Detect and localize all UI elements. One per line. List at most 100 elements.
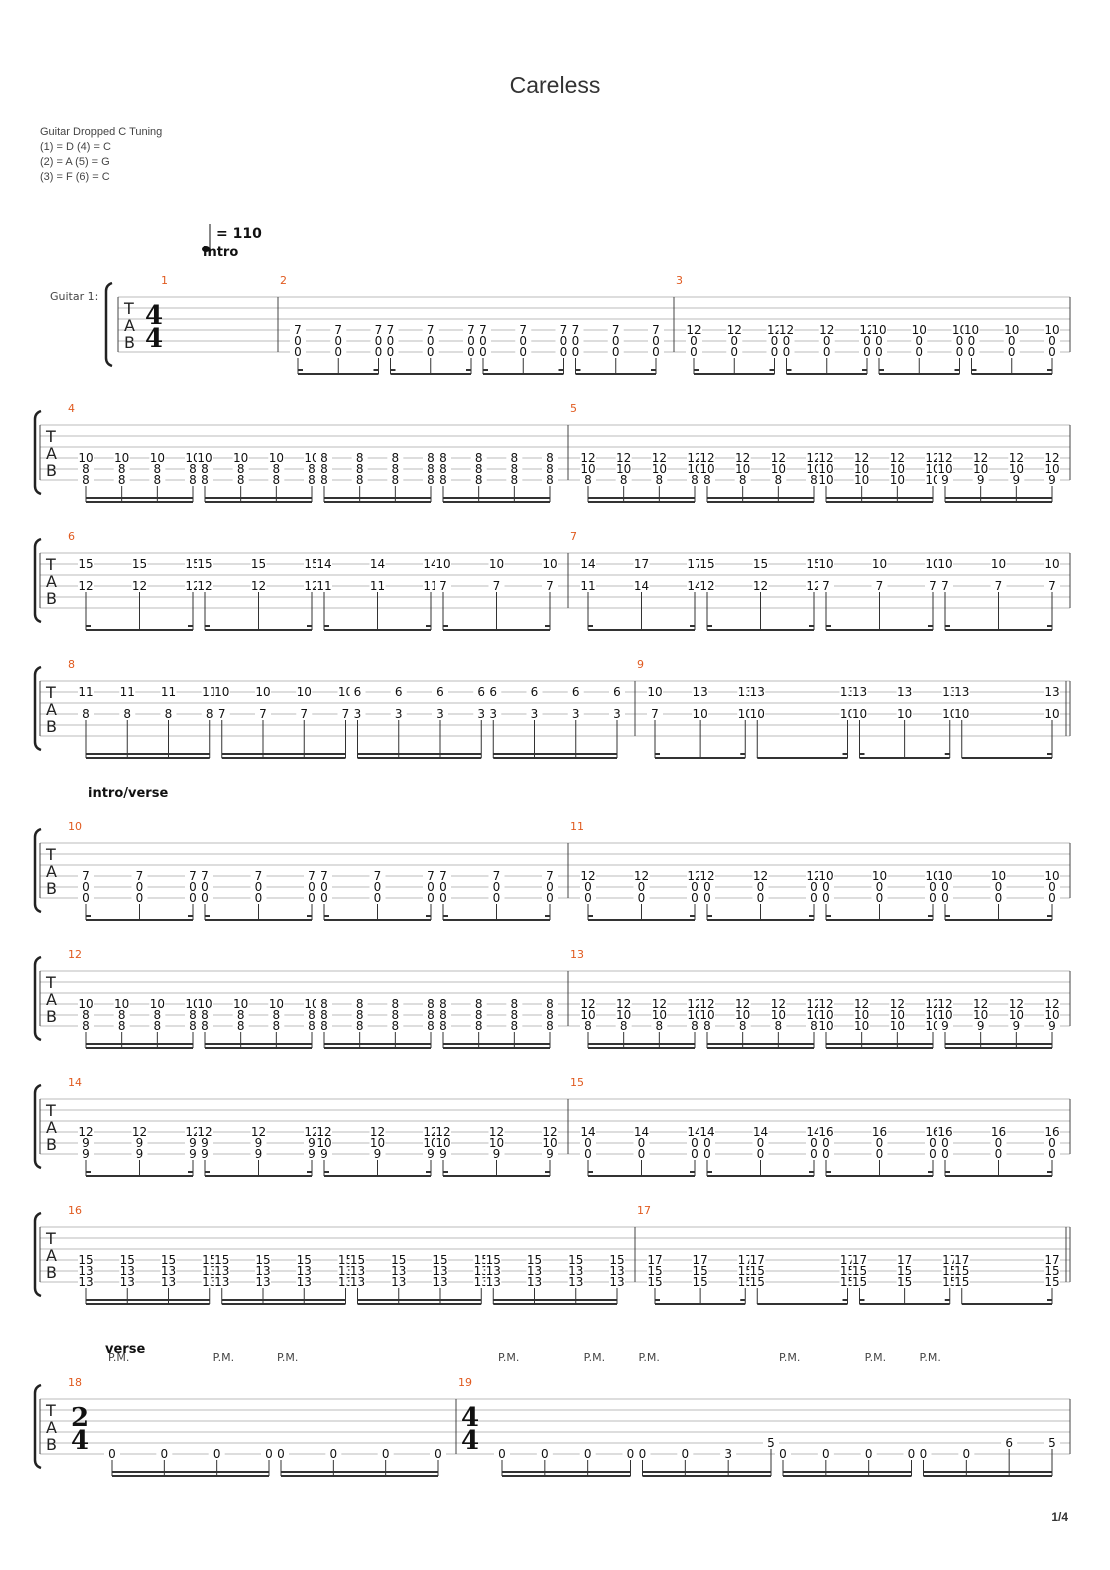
measure-number: 7 xyxy=(570,530,577,543)
fret-mask xyxy=(261,1449,277,1459)
fret-number: 7 xyxy=(822,579,830,593)
fret-number: 10 xyxy=(78,451,93,465)
fret-number: 10 xyxy=(338,685,353,699)
fret-number: 0 xyxy=(823,345,831,359)
fret-mask xyxy=(463,347,479,357)
fret-number: 10 xyxy=(735,1008,750,1022)
fret-number: 10 xyxy=(840,707,855,721)
fret-mask xyxy=(488,559,505,569)
fret-number: 0 xyxy=(638,1136,646,1150)
fret-number: 15 xyxy=(1044,1264,1059,1278)
score-title: Careless xyxy=(509,72,601,98)
fret-mask xyxy=(937,1021,953,1031)
fret-number: 0 xyxy=(108,1447,116,1461)
fret-mask xyxy=(1003,336,1020,346)
fret-mask xyxy=(871,1138,888,1148)
fret-mask xyxy=(250,1149,267,1159)
fret-number: 17 xyxy=(647,1253,662,1267)
fret-number: 0 xyxy=(703,1136,711,1150)
tab-clef-letter: A xyxy=(46,1118,57,1137)
fret-mask xyxy=(839,687,856,697)
fret-mask xyxy=(925,893,941,903)
fret-number: 10 xyxy=(1004,323,1019,337)
fret-mask xyxy=(871,871,888,881)
fret-mask xyxy=(990,871,1007,881)
fret-mask xyxy=(197,453,213,463)
fret-mask xyxy=(304,871,320,881)
fret-mask xyxy=(958,1449,975,1459)
fret-number: 0 xyxy=(479,334,487,348)
fret-number: 7 xyxy=(479,323,487,337)
fret-number: 8 xyxy=(320,462,328,476)
fret-number: 13 xyxy=(738,685,753,699)
fret-mask xyxy=(911,325,928,335)
fret-mask xyxy=(734,453,751,463)
fret-number: 13 xyxy=(161,1275,176,1289)
fret-number: 13 xyxy=(486,1264,501,1278)
fret-mask xyxy=(423,882,439,892)
fret-number: 0 xyxy=(995,891,1003,905)
fret-mask xyxy=(749,687,766,697)
fret-mask xyxy=(349,687,366,697)
fret-number: 12 xyxy=(580,997,595,1011)
fret-mask xyxy=(470,453,487,463)
fret-mask xyxy=(752,882,769,892)
fret-mask xyxy=(201,1255,218,1265)
fret-number: 0 xyxy=(757,1136,765,1150)
fret-mask xyxy=(775,1449,791,1459)
fret-mask xyxy=(615,453,632,463)
fret-number: 7 xyxy=(876,579,884,593)
fret-mask xyxy=(473,687,490,697)
measure-number: 8 xyxy=(68,658,75,671)
measure-number: 16 xyxy=(68,1204,82,1217)
tab-clef-letter: T xyxy=(45,1101,56,1120)
fret-mask xyxy=(818,559,834,569)
fret-mask xyxy=(304,475,320,485)
fret-mask xyxy=(432,1266,448,1276)
fret-mask xyxy=(1044,325,1060,335)
fret-mask xyxy=(304,882,320,892)
fret-mask xyxy=(255,687,271,697)
fret-mask xyxy=(896,687,913,697)
fret-mask xyxy=(687,581,703,591)
fret-mask xyxy=(296,1277,313,1287)
fret-number: 13 xyxy=(692,685,707,699)
fret-mask xyxy=(526,1255,543,1265)
fret-number: 7 xyxy=(189,869,197,883)
fret-mask xyxy=(778,336,795,346)
fret-mask xyxy=(726,347,743,357)
fret-mask xyxy=(268,1010,285,1020)
fret-number: 8 xyxy=(439,451,447,465)
fret-mask xyxy=(473,709,490,719)
fret-mask xyxy=(818,325,835,335)
measure-number: 11 xyxy=(570,820,584,833)
fret-mask xyxy=(1003,347,1020,357)
fret-number: 8 xyxy=(620,473,628,487)
fret-number: 0 xyxy=(822,1447,830,1461)
fret-number: 6 xyxy=(613,685,621,699)
fret-mask xyxy=(853,475,870,485)
fret-mask xyxy=(432,709,448,719)
palm-mute-marking: P.M. xyxy=(277,1351,298,1364)
fret-number: 10 xyxy=(304,997,319,1011)
fret-number: 0 xyxy=(612,345,620,359)
fret-number: 12 xyxy=(806,869,821,883)
fret-number: 17 xyxy=(897,1253,912,1267)
measure-number: 18 xyxy=(68,1376,82,1389)
fret-number: 8 xyxy=(475,1008,483,1022)
fret-number: 9 xyxy=(1013,1019,1021,1033)
fret-number: 10 xyxy=(1044,707,1059,721)
fret-mask xyxy=(473,1266,490,1276)
fret-mask xyxy=(78,709,94,719)
fret-mask xyxy=(422,347,439,357)
fret-number: 8 xyxy=(703,1019,711,1033)
fret-number: 0 xyxy=(375,334,383,348)
fret-number: 10 xyxy=(952,323,967,337)
fret-number: 8 xyxy=(427,1008,435,1022)
fret-mask xyxy=(818,1010,834,1020)
fret-mask xyxy=(185,1010,201,1020)
fret-number: 8 xyxy=(511,1019,519,1033)
fret-mask xyxy=(889,453,906,463)
fret-number: 13 xyxy=(486,1275,501,1289)
